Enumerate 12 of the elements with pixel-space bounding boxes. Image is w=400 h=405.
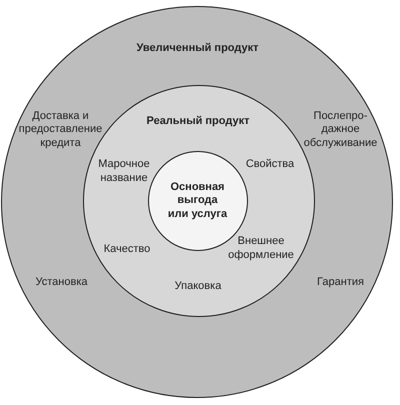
ring-label: Качество [104,243,150,257]
ring-label: Доставка и предоставление кредита [18,110,104,150]
ring-title: Реальный продукт [146,115,250,129]
ring-label: Установка [36,276,88,290]
ring-label: Свойства [246,158,294,172]
ring-label: Марочное название [97,158,151,186]
ring-label: Внешнее оформление [227,235,295,262]
core-label: Основная выгода или услуга [168,180,228,222]
ring-label: Послепро- дажное обслуживание [302,110,378,150]
ring-title: Увеличенный продукт [136,42,258,56]
ring-label: Упаковка [174,280,222,294]
ring-label: Гарантия [317,276,364,290]
